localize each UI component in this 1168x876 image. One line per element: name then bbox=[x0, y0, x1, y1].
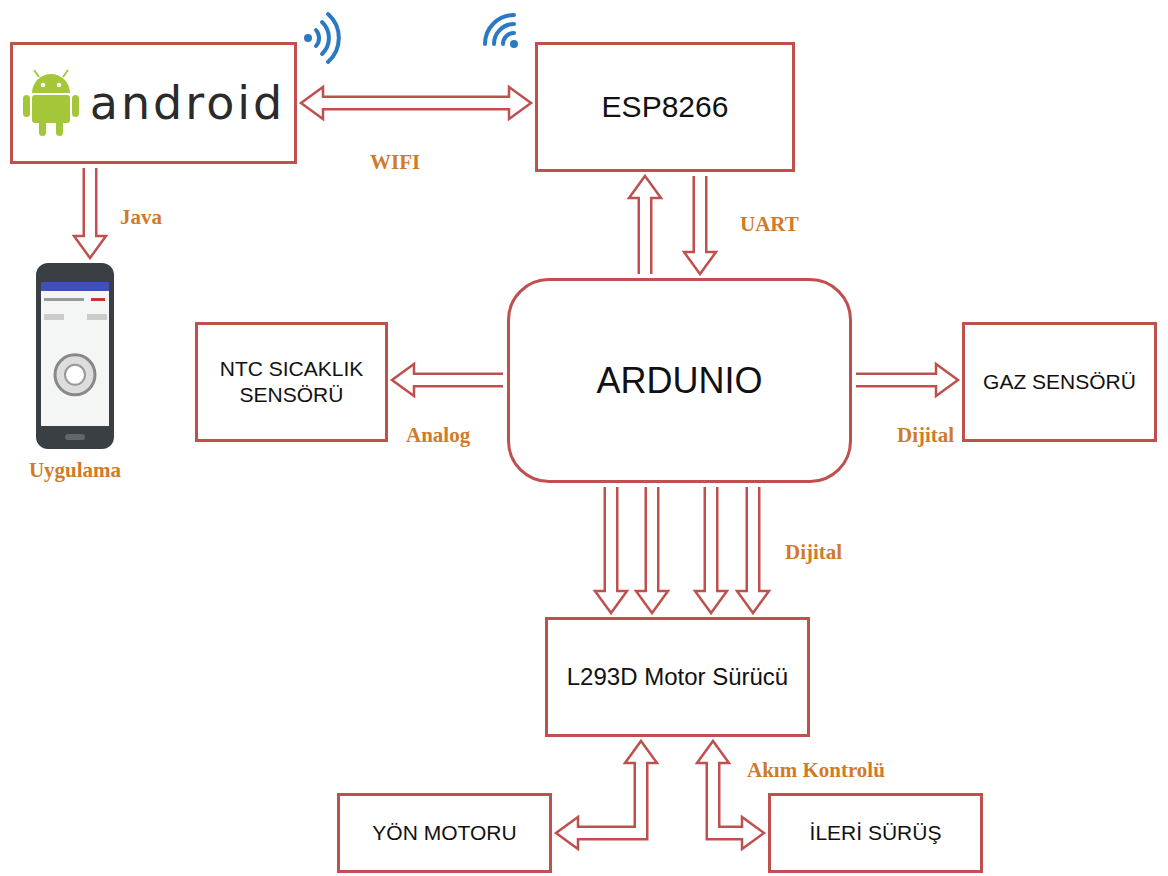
signal-label: UART bbox=[738, 212, 801, 237]
phone-illustration bbox=[35, 262, 115, 450]
app-caption: Uygulama bbox=[29, 458, 121, 483]
block-arrow bbox=[392, 364, 503, 396]
wifi-icon bbox=[485, 15, 518, 48]
box-label: YÖN MOTORU bbox=[362, 820, 526, 846]
component-box: android bbox=[10, 42, 297, 164]
block-arrow bbox=[684, 176, 716, 274]
block-arrow bbox=[695, 487, 727, 613]
android-logo-text: android bbox=[90, 76, 286, 130]
box-label: NTC SICAKLIK SENSÖRÜ bbox=[198, 356, 385, 409]
signal-label: Java bbox=[118, 205, 164, 230]
signal-label: Analog bbox=[404, 423, 472, 448]
block-arrow bbox=[856, 364, 958, 396]
block-arrow bbox=[629, 176, 661, 274]
box-label: ARDUNIO bbox=[586, 360, 772, 402]
android-robot bbox=[22, 69, 80, 137]
box-label: İLERİ SÜRÜŞ bbox=[800, 820, 952, 846]
component-box: L293D Motor Sürücü bbox=[545, 617, 810, 737]
signal-label: Dijital bbox=[783, 540, 844, 565]
wifi-icon bbox=[304, 14, 339, 62]
box-label: L293D Motor Sürücü bbox=[557, 662, 798, 692]
block-arrow bbox=[74, 168, 106, 258]
signal-label: Akım Kontrolü bbox=[745, 758, 887, 783]
block-arrow bbox=[301, 87, 531, 119]
component-box: ESP8266 bbox=[535, 42, 795, 172]
block-arrow bbox=[737, 487, 769, 613]
component-box: İLERİ SÜRÜŞ bbox=[768, 793, 983, 873]
component-box: GAZ SENSÖRÜ bbox=[962, 322, 1157, 442]
box-label: ESP8266 bbox=[592, 90, 739, 124]
component-box: NTC SICAKLIK SENSÖRÜ bbox=[195, 322, 388, 442]
block-arrow bbox=[595, 487, 627, 613]
signal-label: Dijital bbox=[895, 423, 956, 448]
signal-label: WIFI bbox=[368, 150, 422, 175]
box-label: GAZ SENSÖRÜ bbox=[973, 369, 1146, 395]
app-phone: Uygulama bbox=[35, 262, 115, 450]
block-arrow bbox=[636, 487, 668, 613]
component-box: ARDUNIO bbox=[507, 278, 852, 483]
block-arrow bbox=[556, 741, 657, 849]
component-box: YÖN MOTORU bbox=[337, 793, 552, 873]
